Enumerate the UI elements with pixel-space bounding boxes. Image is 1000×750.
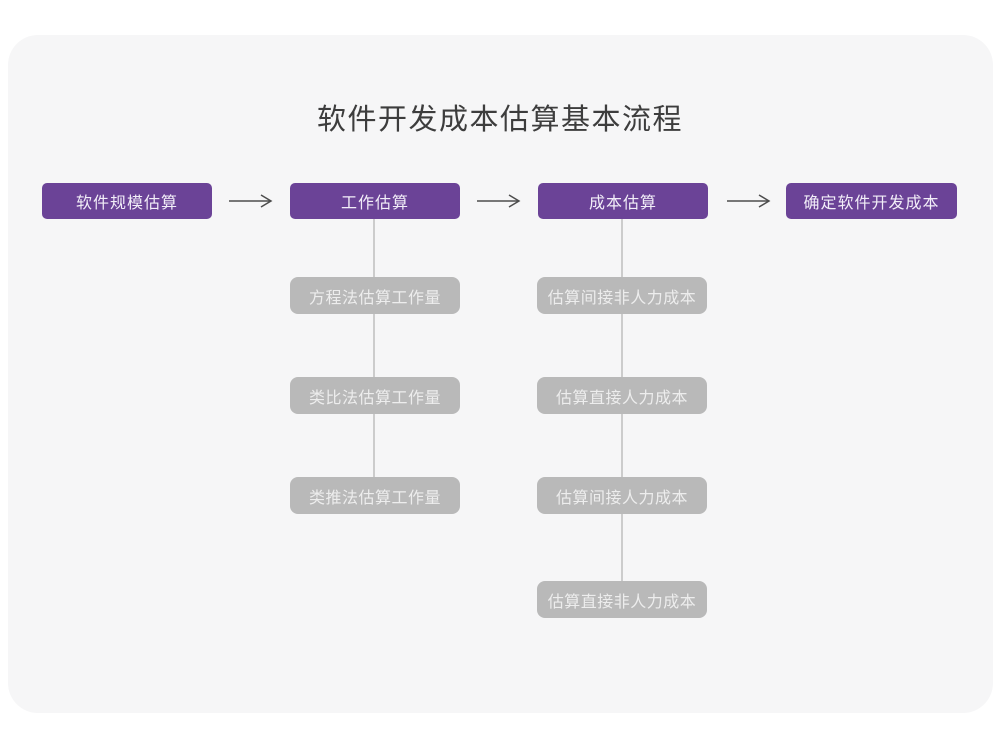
sub-node-indirect-labor-cost: 估算间接人力成本	[537, 477, 707, 514]
stage-node-determine-dev-cost: 确定软件开发成本	[786, 183, 957, 219]
sub-label: 类比法估算工作量	[308, 389, 441, 407]
sub-label: 类推法估算工作量	[308, 489, 441, 507]
stage-label: 工作估算	[340, 195, 409, 212]
stage-label: 软件规模估算	[75, 195, 178, 212]
stage-node-software-scale-estimation: 软件规模估算	[42, 183, 212, 219]
sub-label: 方程法估算工作量	[308, 289, 441, 307]
page-title: 软件开发成本估算基本流程	[316, 104, 683, 136]
sub-label: 估算直接非人力成本	[547, 593, 697, 611]
sub-node-extrapolation-method: 类推法估算工作量	[290, 477, 460, 514]
arrow-right-icon	[476, 193, 522, 209]
sub-label: 估算间接非人力成本	[547, 289, 697, 307]
stage-label: 确定软件开发成本	[803, 195, 940, 212]
arrow-right-icon	[726, 193, 772, 209]
stage-label: 成本估算	[588, 195, 657, 212]
sub-node-direct-nonlabor-cost: 估算直接非人力成本	[537, 581, 707, 618]
stage-node-work-estimation: 工作估算	[290, 183, 460, 219]
connector-line-work-column	[373, 218, 375, 498]
sub-label: 估算间接人力成本	[555, 489, 688, 507]
arrow-right-icon	[228, 193, 274, 209]
sub-node-direct-labor-cost: 估算直接人力成本	[537, 377, 707, 414]
diagram-card	[8, 35, 993, 713]
sub-label: 估算直接人力成本	[555, 389, 688, 407]
sub-node-equation-method: 方程法估算工作量	[290, 277, 460, 314]
sub-node-analogy-method: 类比法估算工作量	[290, 377, 460, 414]
stage-node-cost-estimation: 成本估算	[538, 183, 708, 219]
sub-node-indirect-nonlabor-cost: 估算间接非人力成本	[537, 277, 707, 314]
